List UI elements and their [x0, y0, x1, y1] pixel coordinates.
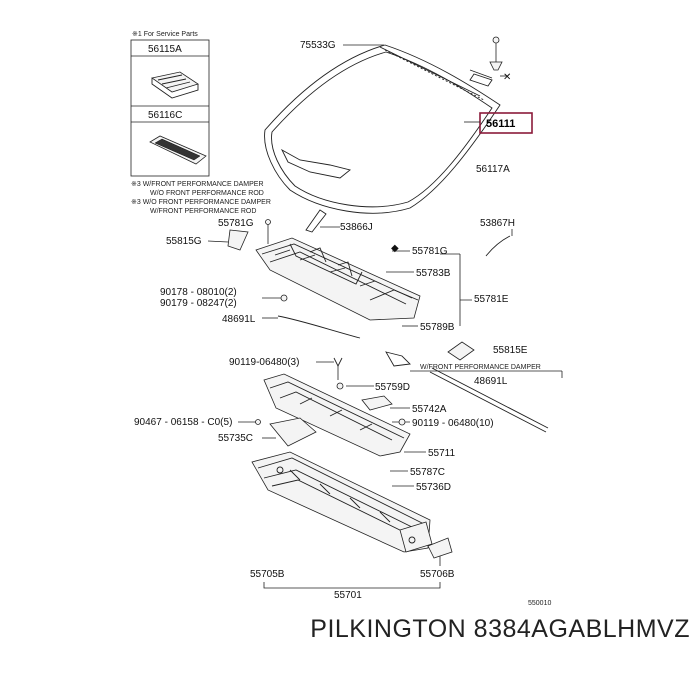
callout-55787C: 55787C: [410, 467, 445, 478]
callout-56117A: 56117A: [476, 164, 510, 175]
part-number-caption: PILKINGTON 8384AGABLHMVZ: [310, 615, 690, 643]
callout-55815E: 55815E: [493, 345, 528, 356]
callout-55781G: 55781G: [412, 246, 448, 257]
legend-frame: [130, 39, 210, 177]
callout-56111: 56111: [486, 118, 515, 130]
callout-55783B: 55783B: [416, 268, 451, 279]
svg-text:✕: ✕: [503, 72, 511, 83]
callout-48691L: 48691L: [222, 314, 256, 325]
callout-90179: 90179 - 08247(2): [160, 298, 237, 309]
legend-part-56116C: 56116C: [148, 110, 182, 121]
callout-55781G-left: 55781G: [218, 218, 254, 229]
callout-55705B: 55705B: [250, 569, 285, 580]
callout-56111-highlight: [479, 112, 533, 134]
cowl-top-panel: [255, 237, 421, 321]
callout-55781E: 55781E: [474, 294, 509, 305]
callout-55706B: 55706B: [420, 569, 455, 580]
service-parts-legend: ※1 For Service Parts 56115A 56116C ※3 W/…: [130, 31, 271, 215]
callout-55701: 55701: [334, 590, 362, 601]
rod-48691L: [277, 315, 361, 339]
callout-48691L-b: 48691L: [474, 376, 508, 387]
part-55815E: [447, 341, 475, 361]
part-53867H: [485, 235, 511, 257]
legend-part-56115A: 56115A: [148, 44, 182, 55]
callout-90178: 90178 - 08010(2): [160, 287, 237, 298]
callout-53867H: 53867H: [480, 218, 515, 229]
figure-code: 550010: [528, 600, 551, 607]
callout-55815G: 55815G: [166, 236, 202, 247]
cowl-lower-panel: [251, 451, 433, 553]
windshield-glass: [264, 44, 501, 214]
part-56116C-drawing: [149, 135, 207, 165]
callout-90119-b: 90119 - 06480(10): [412, 418, 494, 429]
callout-55759D: 55759D: [375, 382, 410, 393]
legend-title: ※1 For Service Parts: [132, 31, 198, 38]
cowl-inner-panel: [263, 373, 411, 457]
svg-text:◆: ◆: [391, 243, 399, 254]
damper-rod: [429, 367, 549, 433]
callout-53866J: 53866J: [340, 222, 373, 233]
part-55742A: [361, 395, 393, 411]
part-53866J: [305, 209, 327, 233]
callout-55711: 55711: [428, 448, 456, 459]
callout-55735C: 55735C: [218, 433, 253, 444]
legend-note-1: ※3 W/FRONT PERFORMANCE DAMPER: [131, 181, 264, 188]
callout-55742A: 55742A: [412, 404, 447, 415]
legend-note-4: W/FRONT PERFORMANCE ROD: [150, 208, 256, 215]
legend-note-3: ※3 W/O FRONT PERFORMANCE DAMPER: [131, 199, 271, 206]
callout-55736D: 55736D: [416, 482, 451, 493]
part-56115A-drawing: [151, 71, 199, 99]
callout-75533G: 75533G: [300, 40, 336, 51]
callout-90467: 90467 - 06158 - C0(5): [134, 417, 232, 428]
callout-55789B: 55789B: [420, 322, 455, 333]
damper-note: W/FRONT PERFORMANCE DAMPER: [420, 364, 541, 371]
legend-note-2: W/O FRONT PERFORMANCE ROD: [150, 190, 264, 197]
callout-90119-a: 90119-06480(3): [229, 357, 299, 368]
part-55706B: [427, 537, 453, 559]
bracket-55781G: [227, 229, 249, 251]
windshield-clip: ✕: [469, 36, 511, 87]
